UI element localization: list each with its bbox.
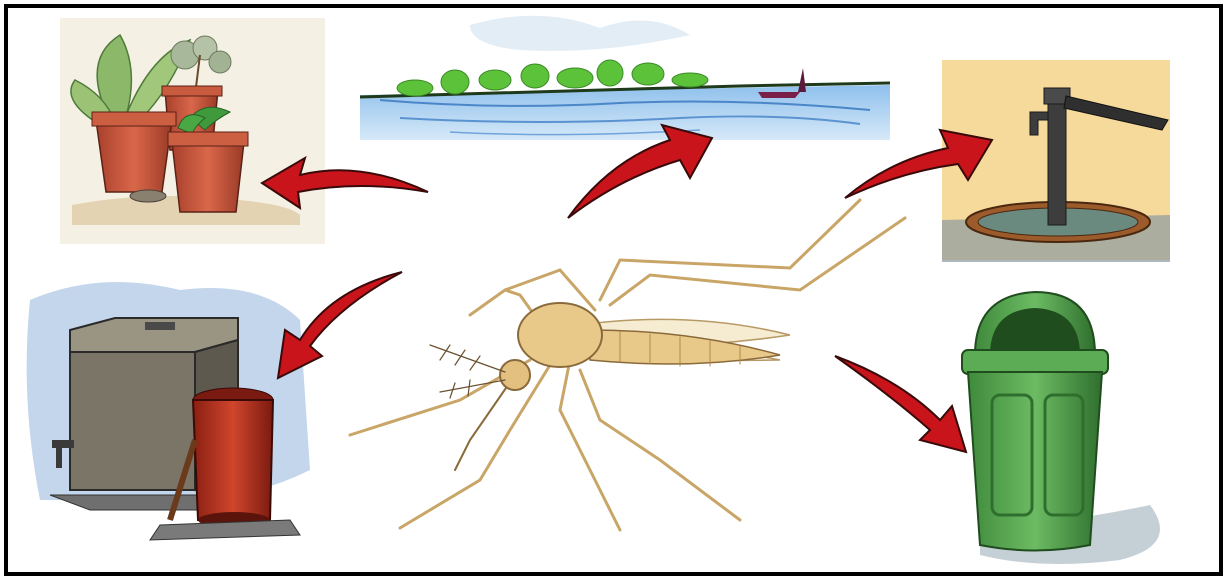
water-tank-and-drum-illustration [27,282,310,540]
arrow-to-dustbin [835,356,966,452]
flower-pots-illustration [60,18,325,244]
pond-illustration [360,16,890,140]
dustbin-illustration [962,292,1160,564]
mosquito-illustration [350,200,905,530]
